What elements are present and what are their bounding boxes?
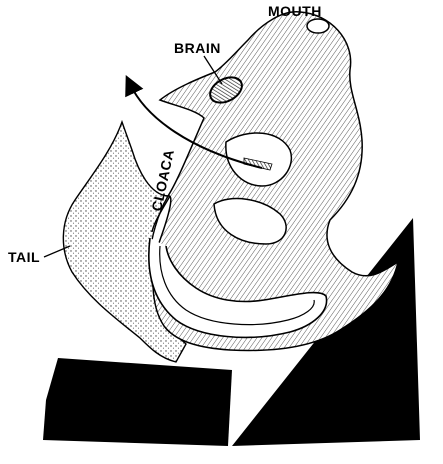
label-tail: TAIL bbox=[8, 249, 40, 265]
gut-loop-inner bbox=[159, 245, 315, 326]
gill-detail bbox=[243, 157, 273, 171]
gill-slit-lower bbox=[213, 197, 287, 245]
gill-slit-upper bbox=[225, 132, 293, 187]
label-mouth: MOUTH bbox=[268, 3, 322, 19]
tail-leader bbox=[43, 245, 71, 258]
black-block-left bbox=[43, 358, 232, 446]
curved-arrow bbox=[125, 74, 263, 169]
gut-loop bbox=[148, 237, 328, 339]
mouth-opening bbox=[306, 18, 330, 34]
brain-cavity bbox=[209, 76, 243, 104]
label-brain: BRAIN bbox=[174, 40, 221, 56]
brain-leader bbox=[203, 55, 223, 85]
cloaca-opening bbox=[151, 195, 171, 233]
